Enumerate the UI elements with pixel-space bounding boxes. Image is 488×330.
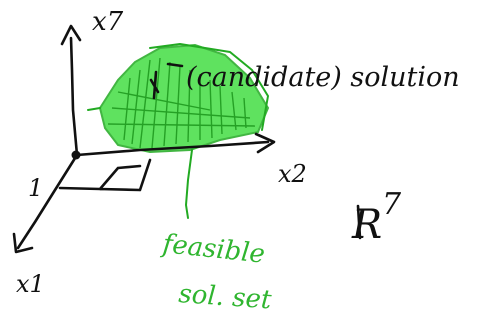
feasible-label-line1: feasible — [159, 229, 266, 270]
space-label-double-stroke — [356, 204, 362, 240]
feasible-region-hatching — [107, 57, 256, 149]
feasible-label-line2: sol. set — [178, 279, 273, 315]
horizontal-axis — [75, 140, 270, 157]
origin-dot — [71, 150, 81, 160]
horizontal-axis-arrowhead — [254, 132, 276, 154]
vertical-axis-label: x7 — [92, 7, 124, 37]
diagonal-axis-label: x1 — [16, 270, 45, 298]
candidate-solution-arrow — [166, 62, 184, 68]
diagonal-axis — [16, 153, 79, 250]
space-label-exponent: 7 — [382, 187, 402, 222]
horizontal-axis-label: x2 — [278, 160, 307, 188]
feasible-region — [87, 43, 270, 219]
vertical-axis-arrowhead — [60, 24, 82, 46]
tick-label-one: 1 — [28, 174, 43, 202]
vertical-axis — [69, 36, 79, 157]
diagonal-axis-arrowhead — [12, 232, 34, 254]
feasible-region-outline — [87, 43, 269, 131]
projection-lines — [58, 158, 152, 192]
candidate-solution-label: (candidate) solution — [186, 62, 460, 93]
candidate-solution-marker — [149, 70, 160, 100]
space-label: R 7 — [351, 187, 402, 248]
space-label-letter: R — [351, 202, 382, 248]
axes — [12, 24, 276, 254]
feasible-pointer-line — [185, 149, 193, 219]
